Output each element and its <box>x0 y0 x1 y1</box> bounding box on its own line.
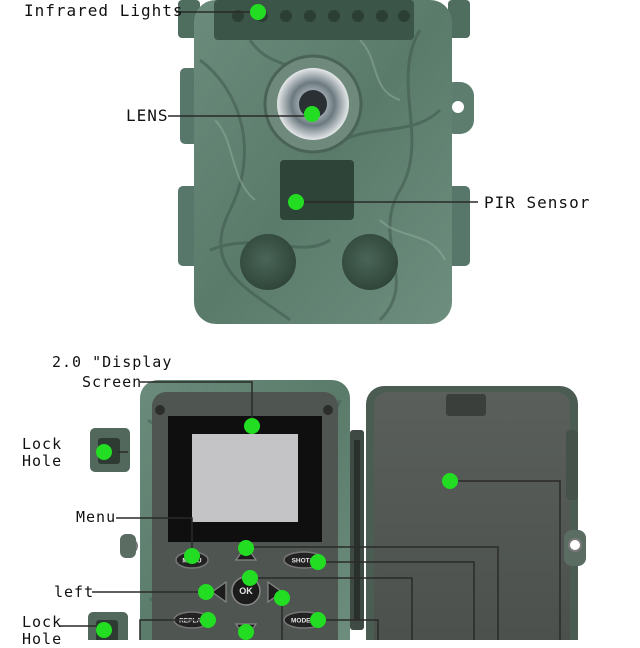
pir-cup-left <box>240 234 296 290</box>
side-clip <box>448 0 470 38</box>
callouts-top <box>168 4 478 210</box>
label-pir-sensor: PIR Sensor <box>484 193 591 212</box>
callout-dot-pir <box>288 194 304 210</box>
pir-cup-right <box>342 234 398 290</box>
mode-button-label: MODE/C <box>291 618 317 625</box>
left-arrow-icon[interactable] <box>210 580 227 604</box>
label-lock-hole-top-line2: Hole <box>22 452 63 470</box>
callout-dot-lens <box>304 106 320 122</box>
label-left: left <box>54 583 95 601</box>
pir-window <box>280 160 354 220</box>
label-display-screen-line1: 2.0 "Display <box>52 353 173 371</box>
label-display-screen-line2: Screen <box>82 373 143 391</box>
shot-button-label: SHOT/◀ <box>292 558 318 565</box>
display-screen <box>192 434 298 522</box>
camera-front <box>178 0 474 324</box>
ok-button-label: OK <box>239 586 253 596</box>
label-lens: LENS <box>126 106 169 125</box>
strap-hole <box>452 101 464 113</box>
label-menu: Menu <box>76 508 117 526</box>
label-lock-hole-top-line1: Lock <box>22 435 63 453</box>
label-infrared-lights: Infrared Lights <box>24 1 184 20</box>
callout-dots-bottom <box>96 418 458 640</box>
camera-back-open <box>88 380 586 640</box>
replay-button-label: REPLAY <box>179 618 205 625</box>
label-lock-hole-bottom-line1: Lock <box>22 613 63 631</box>
callout-dot-infrared <box>250 4 266 20</box>
